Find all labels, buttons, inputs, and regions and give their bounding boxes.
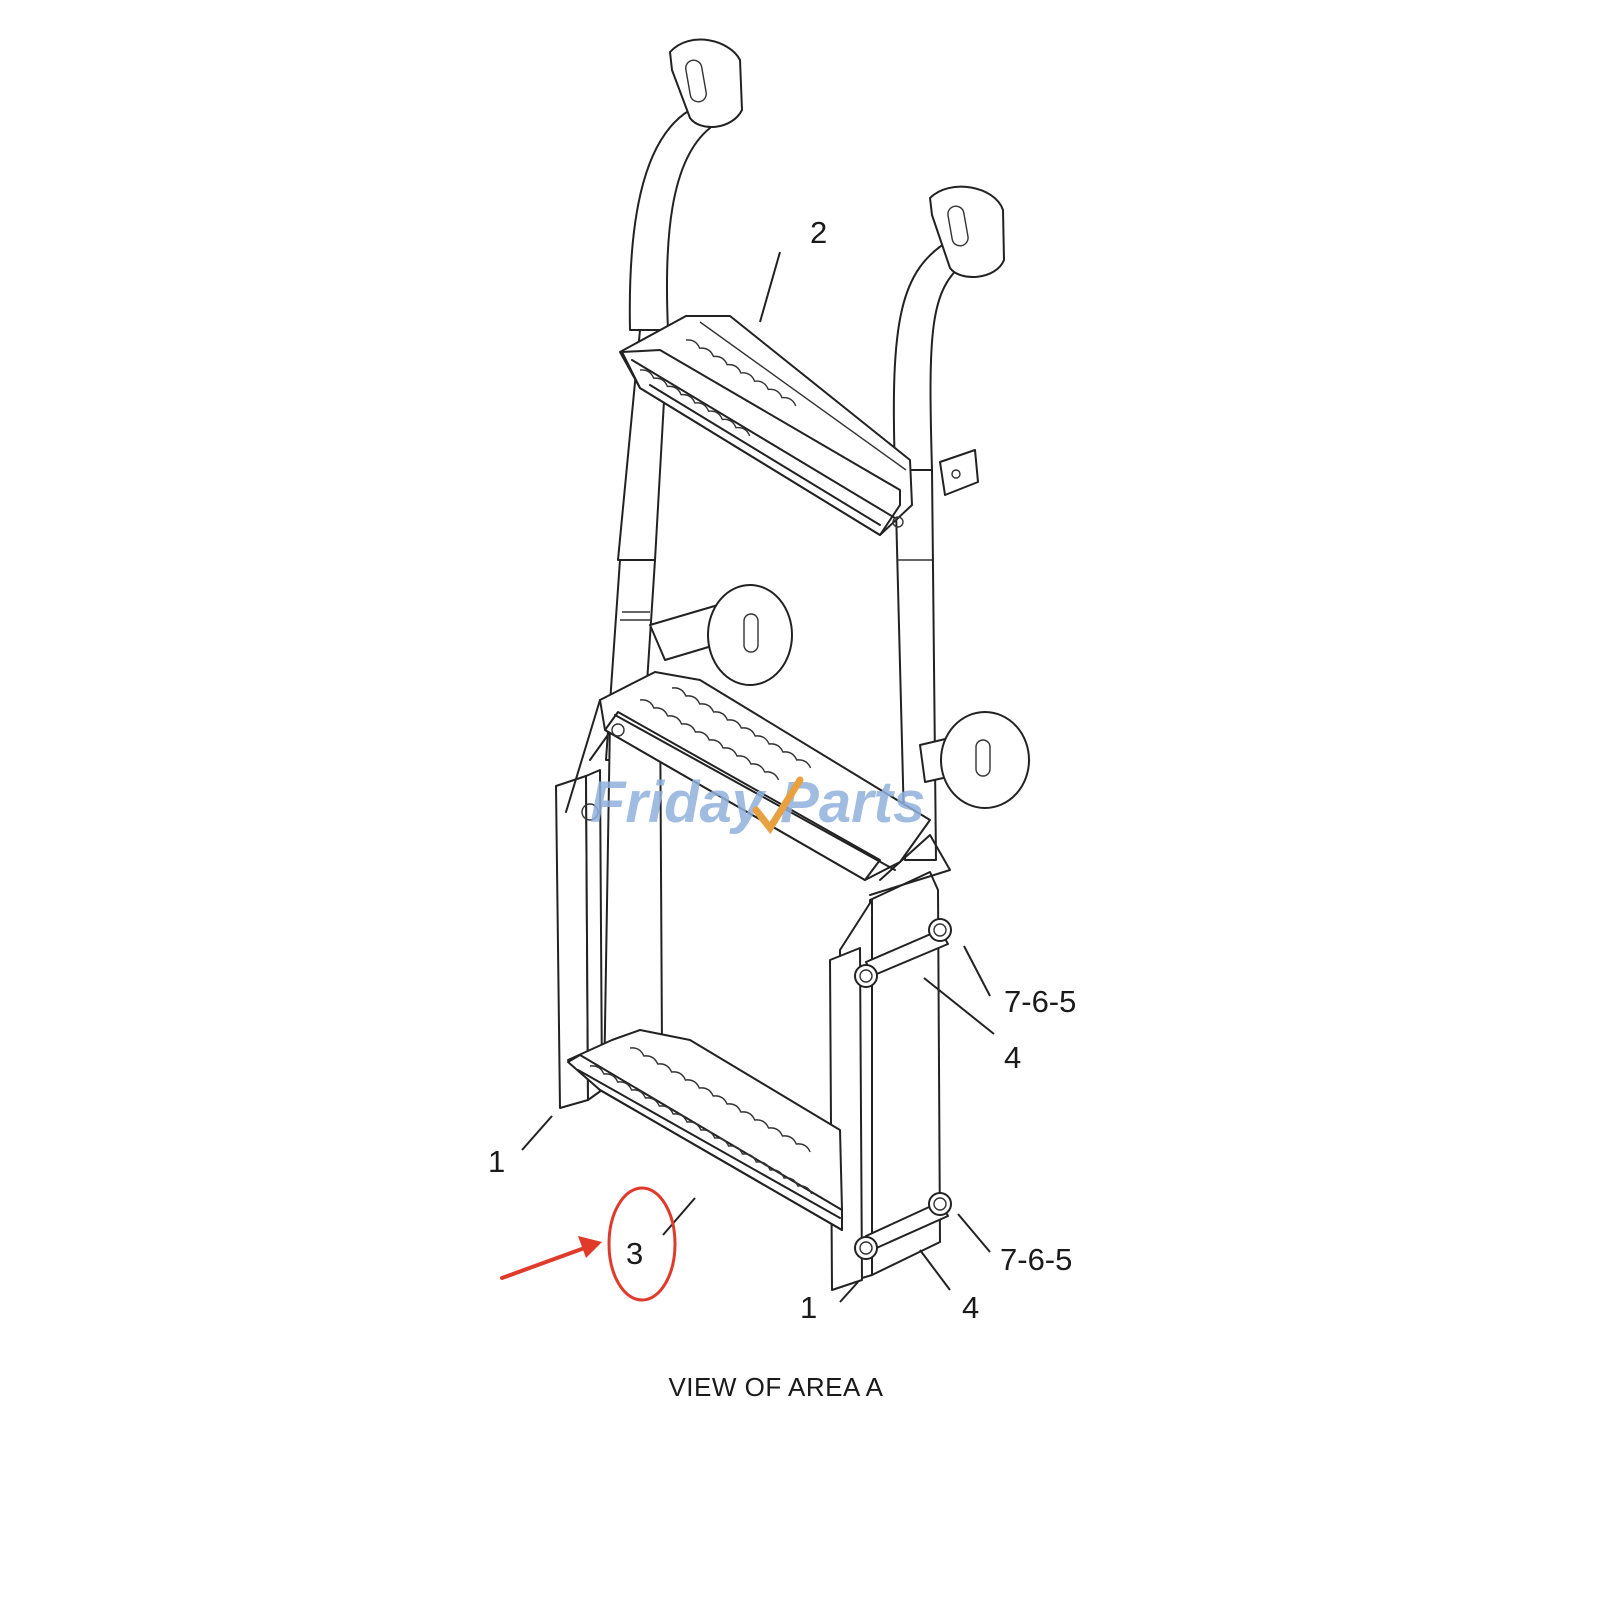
right-top-mount-plate (929, 185, 1005, 279)
upper-step (619, 315, 979, 536)
watermark-check-icon (752, 776, 804, 835)
middle-right-mount-plate (919, 711, 1030, 809)
ladder-frame (555, 689, 951, 1291)
left-top-mount-plate (669, 38, 743, 129)
middle-step (565, 671, 931, 881)
left-handrail (605, 109, 711, 761)
watermark-text: Friday Parts (590, 770, 925, 835)
upper-bracket-bolts (854, 918, 952, 988)
callout-7-6-5-bottom: 7-6-5 (1000, 1242, 1072, 1277)
view-caption: VIEW OF AREA A (668, 1372, 883, 1402)
highlight-circle (607, 1186, 677, 1302)
callout-7-6-5-top: 7-6-5 (1004, 984, 1076, 1019)
highlight-arrow-icon (500, 1236, 602, 1280)
callout-4-bottom: 4 (962, 1290, 979, 1325)
lower-bracket-bolts (854, 1192, 952, 1260)
bottom-step (567, 1029, 843, 1231)
callout-4-top: 4 (1004, 1040, 1021, 1075)
callout-2: 2 (810, 215, 827, 250)
leader-lines (521, 251, 995, 1303)
callout-1-bottom: 1 (800, 1290, 817, 1325)
callout-3: 3 (626, 1236, 643, 1271)
middle-left-mount-plate (649, 584, 793, 686)
callout-1-left: 1 (488, 1144, 505, 1179)
